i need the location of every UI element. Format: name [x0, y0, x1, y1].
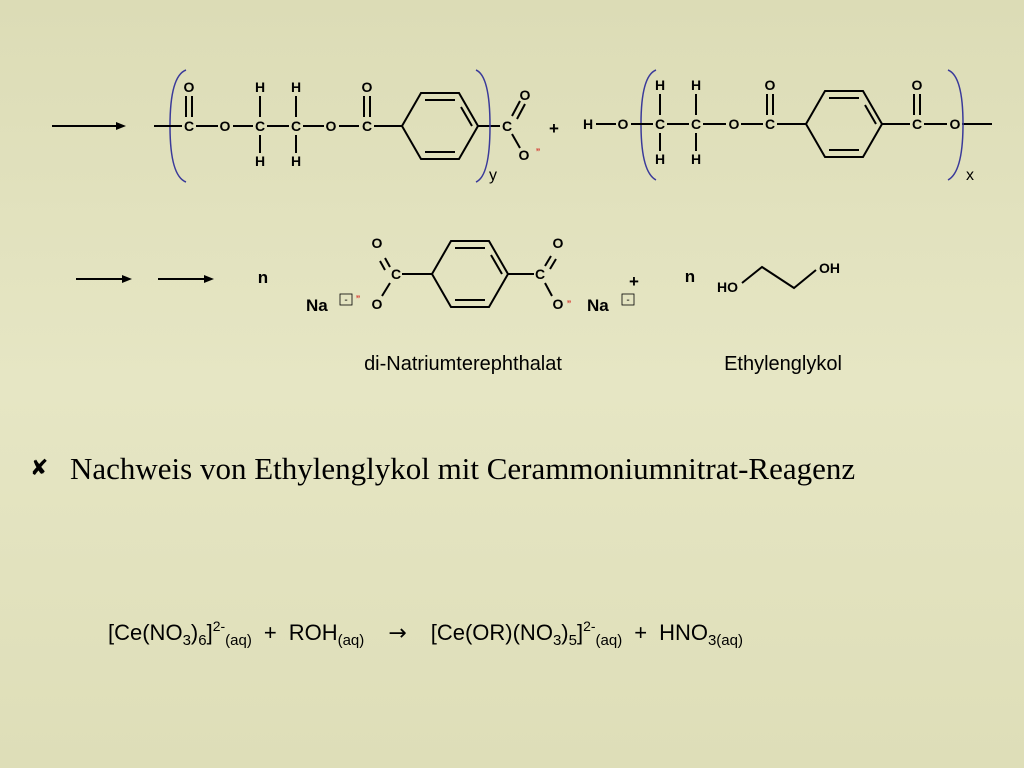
atom-o: O — [326, 118, 337, 134]
state-subscript: (aq) — [595, 632, 623, 649]
atom-h: H — [655, 77, 665, 93]
formula-part: ) — [190, 620, 199, 645]
charge-sign: - — [344, 295, 347, 306]
bullet-text: Nachweis von Ethylenglykol mit Cerammoni… — [70, 451, 856, 486]
atom-c: C — [535, 266, 545, 282]
atom-o: O — [519, 147, 530, 163]
atom-h: H — [583, 116, 593, 132]
disodium-terephthalate: O C O O C O Na - ” ” Na - — [306, 235, 635, 315]
charge-mark: ” — [567, 298, 571, 312]
atom-o: O — [362, 79, 373, 95]
ethylene-glycol-structure: HO OH — [717, 260, 840, 295]
state-subscript: 3(aq) — [707, 632, 743, 649]
product-complex: [Ce(OR)(NO3)5]2-(aq) — [430, 618, 623, 649]
atom-c: C — [502, 118, 512, 134]
polymer-unit-x: H O C H H C H H O C O C O O x — [583, 69, 992, 184]
atom-o: O — [184, 79, 195, 95]
atom-h: H — [255, 79, 265, 95]
atom-c: C — [391, 266, 401, 282]
atom-o: O — [618, 116, 629, 132]
atom-o: O — [553, 296, 564, 312]
hydroxyl-group: OH — [819, 260, 840, 276]
bracket-right-x — [947, 69, 964, 181]
atom-h: H — [255, 153, 265, 169]
atom-c: C — [362, 118, 372, 134]
atom-h: H — [691, 77, 701, 93]
subscript-x: x — [966, 167, 974, 184]
atom-o: O — [372, 235, 383, 251]
charge-superscript: 2- — [583, 618, 596, 634]
atom-c: C — [765, 116, 775, 132]
charge-mark: ” — [536, 146, 540, 160]
atom-c: C — [184, 118, 194, 134]
formula-part: ] — [206, 620, 213, 645]
reactant-complex: [Ce(NO3)6]2-(aq) — [108, 618, 252, 649]
formula-part: ) — [561, 620, 569, 645]
formula-part: ] — [576, 620, 584, 645]
plus-sign: + — [263, 620, 277, 645]
charge-superscript: 2- — [212, 618, 226, 634]
reaction-arrows-2 — [76, 275, 214, 283]
cross-bullet-icon: ✘ — [30, 456, 49, 481]
subscript: 6 — [198, 632, 207, 649]
reactant-alcohol: ROH(aq) — [288, 620, 365, 649]
atom-h: H — [291, 153, 301, 169]
atom-h: H — [691, 151, 701, 167]
sodium-ion: Na — [306, 296, 328, 315]
coefficient-n: n — [685, 267, 695, 286]
formula-part: ROH — [288, 620, 338, 645]
product-nitric-acid: HNO3(aq) — [659, 620, 743, 649]
atom-c: C — [691, 116, 701, 132]
atom-h: H — [655, 151, 665, 167]
plus-sign: + — [549, 119, 559, 138]
label-ethylene-glycol: Ethylenglykol — [724, 353, 842, 375]
subscript: 3 — [182, 632, 191, 649]
atom-o: O — [553, 235, 564, 251]
atom-c: C — [912, 116, 922, 132]
formula-part: [Ce(OR)(NO — [430, 620, 553, 645]
sodium-ion: Na — [587, 296, 609, 315]
atom-o: O — [220, 118, 231, 134]
atom-c: C — [291, 118, 301, 134]
plus-sign: + — [634, 620, 648, 645]
bracket-right-y — [475, 69, 491, 183]
coefficient-n: n — [258, 268, 268, 287]
atom-o: O — [372, 296, 383, 312]
charge-mark: ” — [356, 293, 360, 307]
atom-c: C — [255, 118, 265, 134]
polymer-unit-y: C O O C H H C H H O C O C O O ” y — [154, 69, 540, 184]
formula-part: [Ce(NO — [108, 620, 183, 645]
atom-o: O — [950, 116, 961, 132]
hydroxyl-group: HO — [717, 279, 738, 295]
state-subscript: (aq) — [225, 632, 252, 649]
subscript: 5 — [568, 632, 577, 649]
label-disodium-terephthalate: di-Natriumterephthalat — [364, 353, 562, 375]
reaction-arrow-1 — [52, 122, 126, 130]
atom-o: O — [729, 116, 740, 132]
cerium-test-equation: [Ce(NO3)6]2-(aq)+ROH(aq)→[Ce(OR)(NO3)5]2… — [108, 618, 1008, 649]
atom-c: C — [655, 116, 665, 132]
formula-part: HNO — [659, 620, 708, 645]
charge-sign: - — [626, 295, 629, 306]
reaction-arrow-icon: → — [388, 621, 407, 646]
subscript-y: y — [489, 167, 497, 184]
plus-sign: + — [629, 272, 639, 291]
state-subscript: (aq) — [337, 632, 365, 649]
atom-h: H — [291, 79, 301, 95]
atom-o: O — [912, 77, 923, 93]
reaction-scheme: C O O C H H C H H O C O C O O ” y + — [52, 69, 992, 375]
atom-o: O — [765, 77, 776, 93]
subscript: 3 — [552, 632, 562, 649]
atom-o: O — [520, 87, 531, 103]
